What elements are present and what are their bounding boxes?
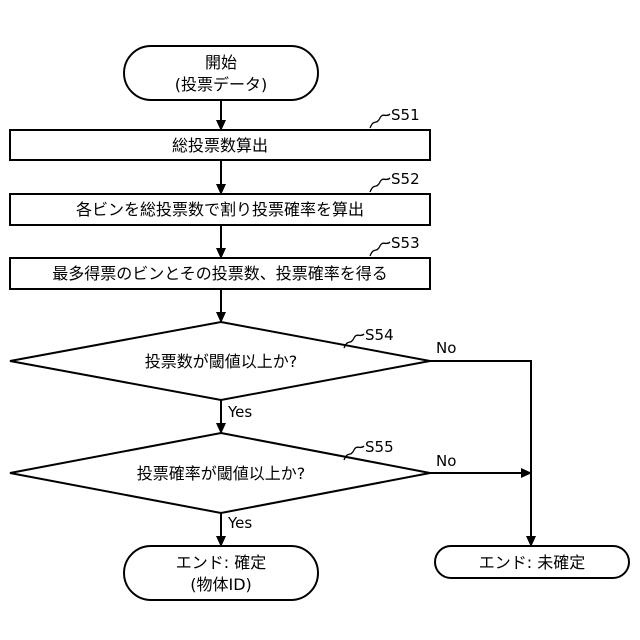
step-s53-tag: S53 — [391, 234, 420, 252]
end-confirmed-line1: エンド: 確定 — [176, 553, 266, 572]
decision-s54-yes-label: Yes — [227, 403, 252, 421]
end-confirmed-line2: (物体ID) — [190, 575, 252, 594]
step-s51-label: 総投票数算出 — [172, 136, 268, 155]
start-label-line1: 開始 — [205, 53, 237, 72]
decision-s54-tag: S54 — [365, 326, 394, 344]
decision-s55-label: 投票確率が閾値以上か? — [137, 464, 306, 483]
end-unconfirmed-label: エンド: 未確定 — [479, 553, 585, 572]
step-s53: 最多得票のビンとその投票数、投票確率を得る — [10, 258, 430, 289]
start-label-line2: (投票データ) — [175, 75, 268, 94]
decision-s55-yes-label: Yes — [227, 514, 252, 532]
decision-s55-no-label: No — [436, 452, 456, 470]
step-s52-leader — [370, 178, 390, 192]
decision-s55-tag: S55 — [365, 438, 394, 456]
step-s51-leader — [370, 114, 390, 128]
start-terminator: 開始 (投票データ) — [124, 46, 318, 100]
end-unconfirmed-terminator: エンド: 未確定 — [435, 546, 629, 578]
step-s52-tag: S52 — [391, 170, 420, 188]
decision-s54-label: 投票数が閾値以上か? — [145, 352, 298, 371]
step-s53-label: 最多得票のビンとその投票数、投票確率を得る — [52, 264, 388, 283]
step-s52-label: 各ビンを総投票数で割り投票確率を算出 — [76, 200, 364, 219]
end-confirmed-terminator: エンド: 確定 (物体ID) — [124, 546, 318, 600]
step-s52: 各ビンを総投票数で割り投票確率を算出 — [10, 194, 430, 225]
decision-s54-no-label: No — [436, 339, 456, 357]
step-s53-leader — [370, 242, 390, 256]
step-s51: 総投票数算出 — [10, 130, 430, 160]
step-s51-tag: S51 — [391, 106, 420, 124]
